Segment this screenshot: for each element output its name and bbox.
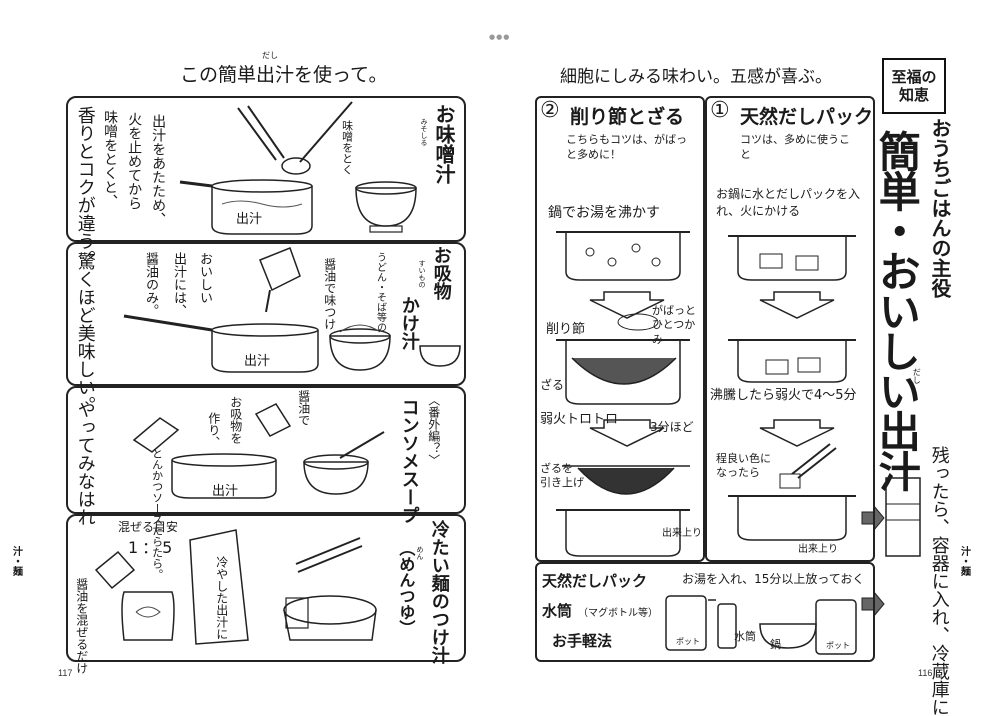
col2-step2-label: 削り節 — [546, 322, 586, 337]
clear-step-3: 醤油のみ。 — [142, 252, 158, 317]
main-title-small: おうちごはんの主役 — [928, 118, 952, 298]
bottom-line2: 水筒 — [542, 602, 573, 620]
kakejiru-note: うどん・そば等の — [374, 252, 386, 332]
mentsuyu-left-note: 醤油を混ぜるだけ — [74, 578, 89, 674]
col2-tip: こちらもコツは、がばっと多めに！ — [566, 133, 687, 162]
miso-step-1: 出汁をあたため、 — [150, 114, 167, 226]
col2-step3-time: 3分ほど — [650, 420, 694, 434]
mentsuyu-ruby: めん — [416, 546, 425, 560]
mentsuyu-mid-note: 冷やした出汁に — [214, 556, 229, 640]
left-page-title: この簡単出汁を使って。 — [180, 64, 388, 86]
miso-step-2: 火を止めてから — [126, 112, 143, 210]
right-page-number: 116 — [918, 668, 933, 678]
column-kezuribushi — [535, 96, 705, 562]
miso-soup-heading: お味噌汁 — [432, 104, 456, 184]
bottom-bottle-label: 水筒 — [734, 630, 756, 643]
col2-zaru: ざる — [540, 378, 565, 392]
header-dots: ●●● — [489, 33, 511, 41]
ratio-value: 1：5 — [128, 538, 177, 557]
miso-step-3: 味噌をとくと、 — [102, 110, 119, 208]
clear-step-2: 出汁には、 — [170, 252, 186, 317]
col2-number: ② — [540, 98, 560, 123]
bottom-line1: 天然だしパック — [542, 572, 648, 590]
bottom-handy-method-box — [535, 562, 875, 662]
bottom-pot-label-1: ポット — [676, 637, 700, 646]
clear-soup-heading: お吸物 — [430, 246, 452, 300]
consomme-step-1: お吸物を — [228, 396, 243, 444]
clear-step-1: おいしい — [196, 252, 212, 304]
col2-title: 削り節とざる — [570, 106, 685, 128]
col1-tip: コツは、多めに使うこと — [740, 133, 850, 162]
consomme-pot-label: 出汁 — [212, 484, 239, 499]
consomme-heading: コンソメスープ — [398, 398, 420, 524]
col1-step1: お鍋に水とだしパックを入れ、火にかける — [716, 187, 861, 218]
clear-soup-tagline: 驚くほど美味しい。 — [74, 252, 96, 414]
col1-step3: 程良い色になったら — [716, 452, 771, 480]
miso-note: 味噌をとく — [340, 120, 354, 175]
clear-soup-ruby: すいもの — [418, 260, 427, 288]
left-page-number: 117 — [58, 668, 73, 678]
main-title: 簡単・おいしい出汁 — [872, 130, 922, 490]
col2-step3: 弱火トロトロ — [540, 412, 619, 427]
col1-title: 天然だしパック — [740, 106, 874, 128]
miso-soup-ruby: みそしる — [420, 118, 429, 146]
mentsuyu-heading: 冷たい麺のつけ汁 — [428, 520, 450, 664]
panel-miso-soup — [66, 96, 466, 242]
col2-step1: 鍋でお湯を沸かす — [548, 205, 660, 221]
main-title-ruby: だし — [912, 368, 922, 384]
ratio-label: 混ぜる目安 — [118, 520, 179, 534]
panel-clear-soup — [66, 242, 466, 386]
bottom-line3: お手軽法 — [552, 632, 613, 650]
col2-step4b: 引き上げ — [540, 476, 584, 489]
col1-number: ① — [710, 98, 730, 123]
col1-step2: 沸騰したら弱火で4〜5分 — [710, 388, 857, 403]
storage-note: 残ったら、容器に入れ、冷蔵庫に — [928, 446, 950, 716]
miso-soup-tagline: 香りとコクが違う。 — [74, 106, 96, 268]
miso-pot-label: 出汁 — [236, 212, 263, 227]
bottom-pot-label-2: ポット — [826, 641, 850, 650]
column-dashi-pack — [705, 96, 875, 562]
bottom-line2-note: （マグボトル等） — [578, 608, 658, 619]
consomme-extra: 〈番外編？〉 — [426, 394, 441, 466]
bottom-instruction: お湯を入れ、15分以上放っておく — [682, 572, 865, 586]
consomme-note: 醤油で — [296, 390, 311, 426]
clear-soup-note: 醤油で味つけ — [322, 258, 337, 330]
consomme-step-2: 作り、 — [206, 412, 221, 448]
col2-done: 出来上り — [662, 528, 702, 539]
left-side-tab: 汁・麺 — [10, 546, 22, 576]
panel-consomme — [66, 386, 466, 514]
badge-shifuku-no-chie: 至福の知恵 — [882, 58, 946, 114]
clear-pot-label: 出汁 — [244, 354, 271, 369]
bottom-nabe-label: 鍋 — [770, 638, 781, 651]
col1-done: 出来上り — [798, 544, 838, 555]
right-side-tab: 汁・麺 — [958, 546, 970, 576]
left-title-ruby: だし — [262, 51, 278, 60]
kakejiru-heading: かけ汁 — [398, 296, 420, 350]
mentsuyu-subheading: （めんつゆ） — [396, 540, 416, 636]
consomme-tagline: やってみなはれ — [74, 400, 96, 526]
right-page-title: 細胞にしみる味わい。五感が喜ぶ。 — [560, 67, 832, 87]
panel-mentsuyu — [66, 514, 466, 662]
